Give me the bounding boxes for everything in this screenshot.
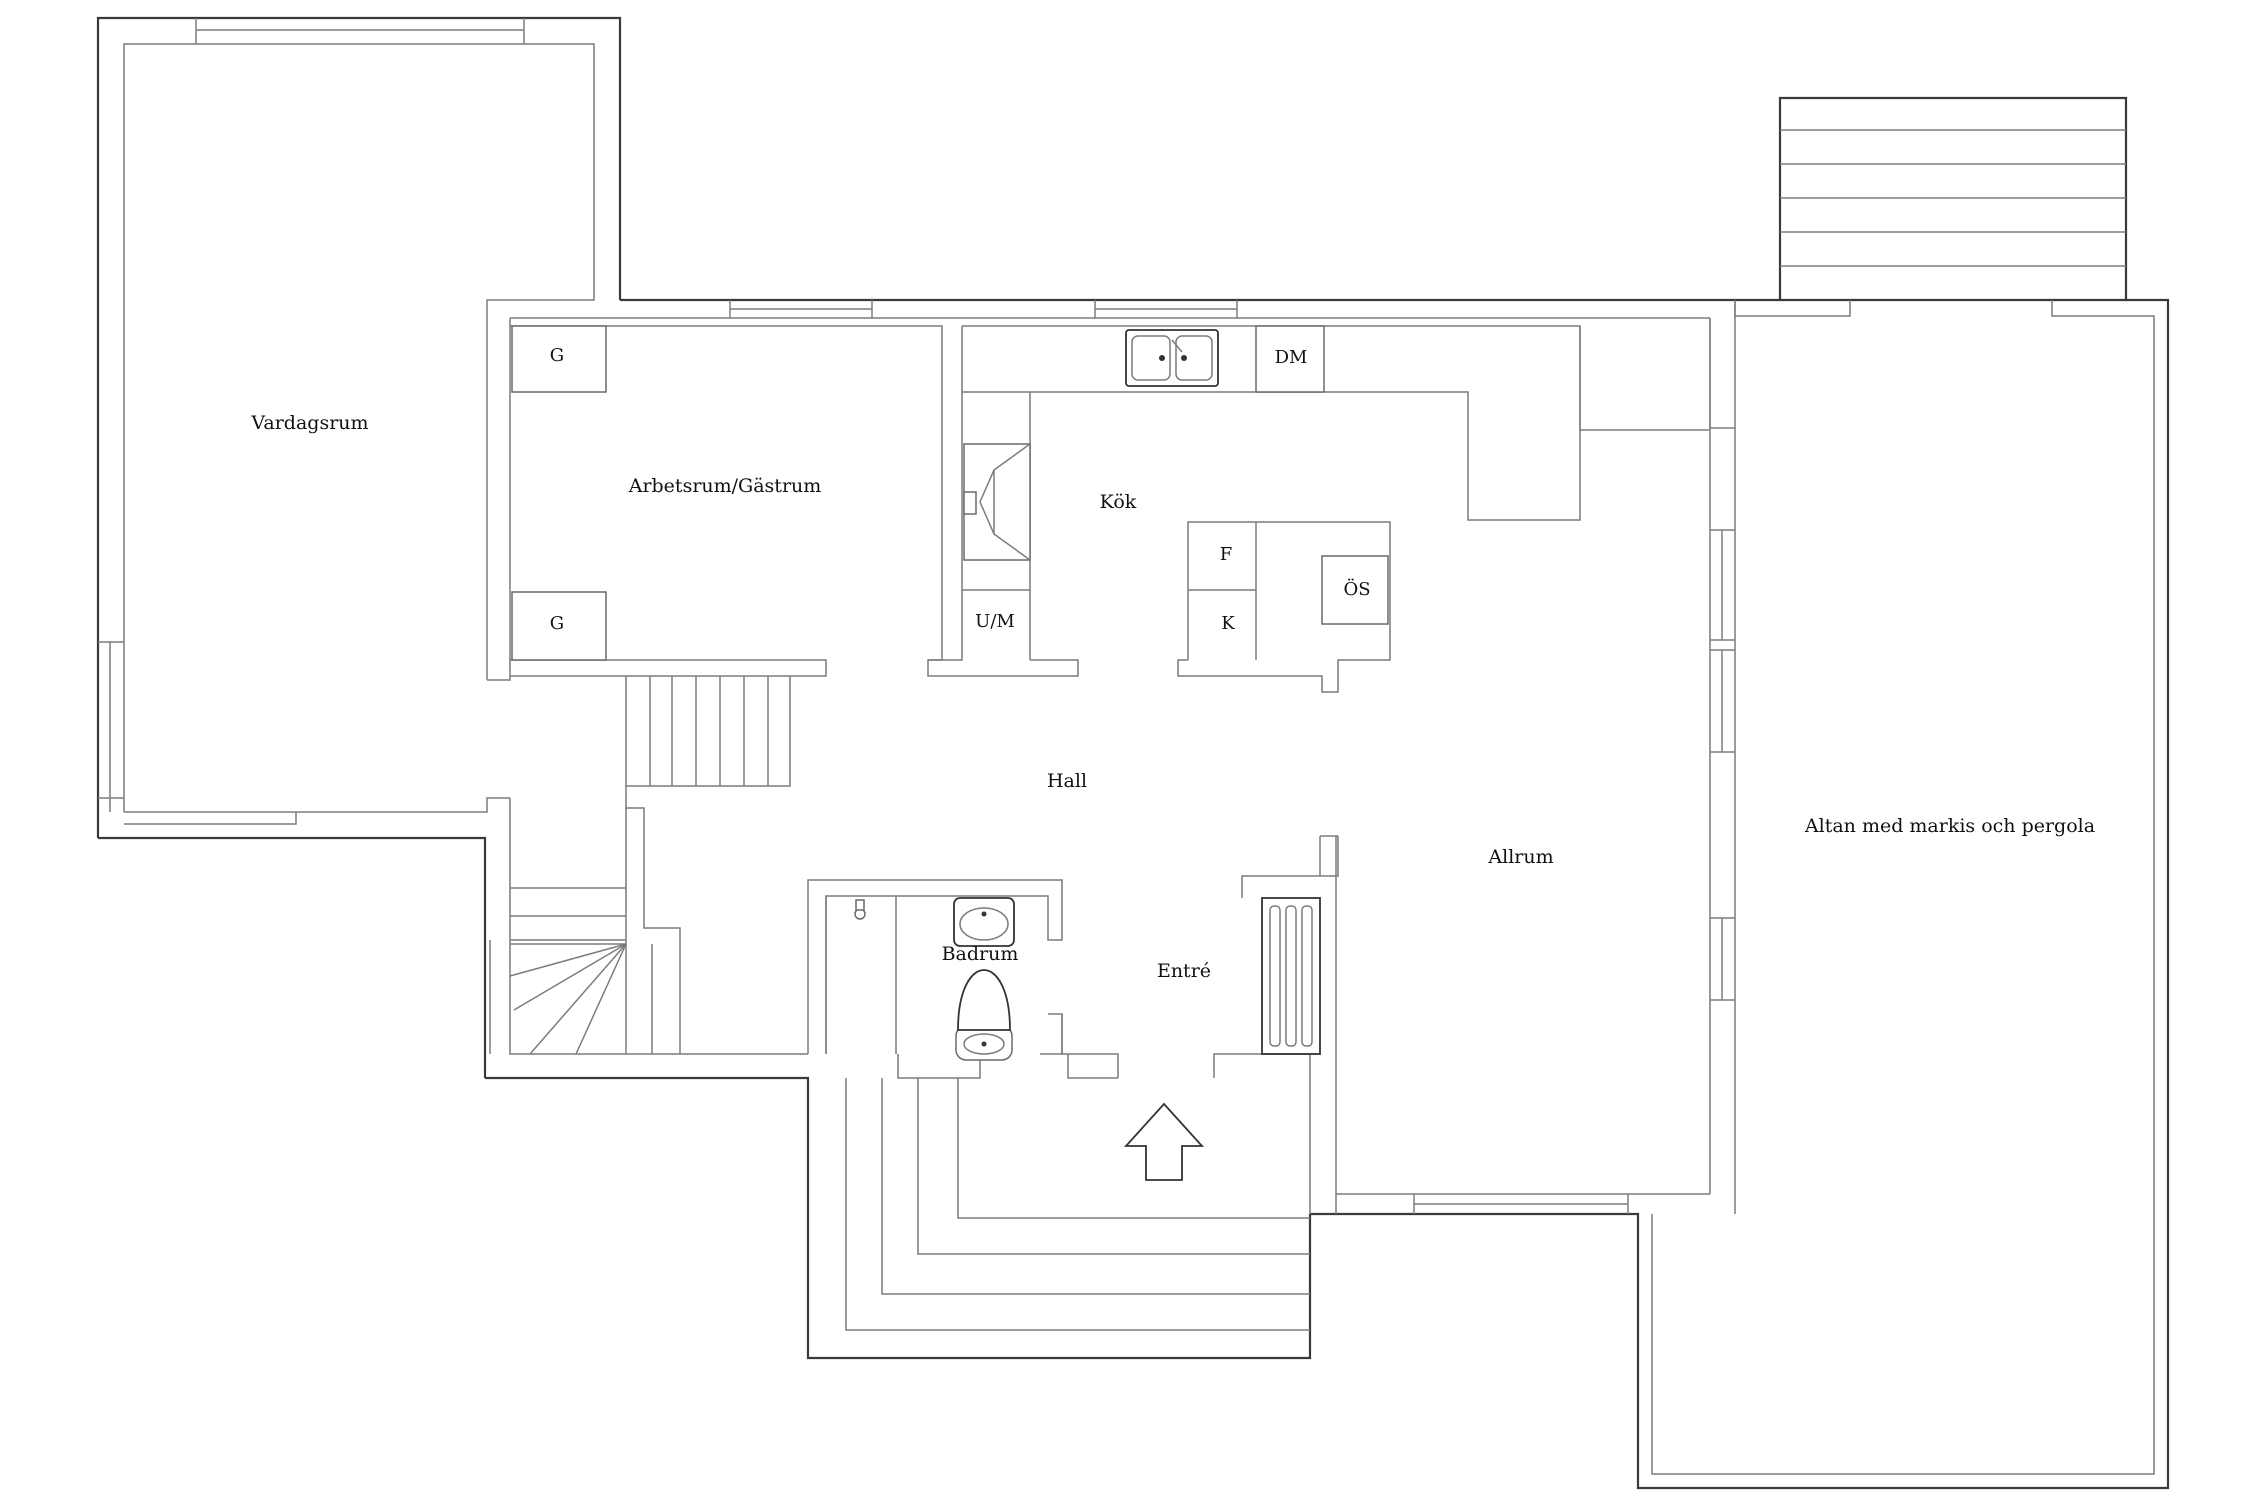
room-label-vardagsrum: Vardagsrum <box>250 412 368 434</box>
entre <box>1061 835 1339 1214</box>
room-label-altan: Altan med markis och pergola <box>1804 815 2095 837</box>
kok-walls <box>927 325 1710 693</box>
fixture-label-k: K <box>1221 613 1235 634</box>
room-label-kok: Kök <box>1100 491 1137 513</box>
room-label-badrum: Badrum <box>942 943 1019 965</box>
fixture-label-um: U/M <box>975 611 1015 632</box>
fixture-label-g-bottom: G <box>550 613 564 634</box>
vardagsrum-walls <box>96 16 622 1078</box>
room-label-hall: Hall <box>1047 770 1087 792</box>
room-label-entre: Entré <box>1157 960 1211 982</box>
badrum <box>807 879 1063 1079</box>
altan-steps <box>1651 96 2155 1475</box>
entry-steps <box>845 1078 1310 1331</box>
room-label-arbetsrum: Arbetsrum/Gästrum <box>628 475 822 497</box>
fixture-label-dm: DM <box>1275 347 1308 368</box>
main-house-walls <box>485 298 2170 1490</box>
room-label-allrum: Allrum <box>1487 846 1553 868</box>
entry-arrow-icon <box>1123 1102 1205 1181</box>
stairs <box>489 676 791 1055</box>
arbetsrum-walls <box>510 325 943 677</box>
fixture-label-g-top: G <box>550 345 564 366</box>
fixture-label-f: F <box>1220 544 1233 565</box>
fixture-label-os: ÖS <box>1343 577 1370 600</box>
